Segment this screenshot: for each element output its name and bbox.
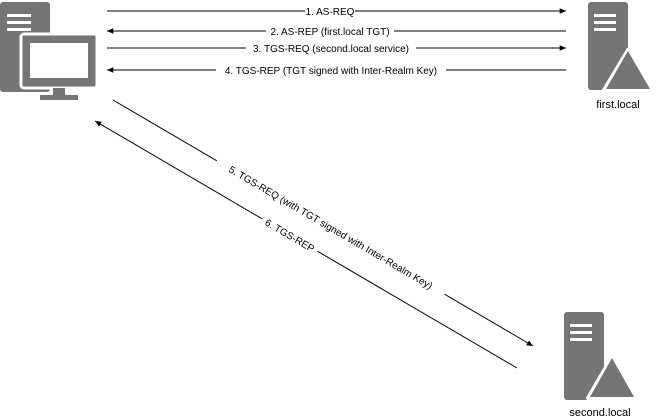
message-4-label: 4. TGS-REP (TGT signed with Inter-Realm … <box>225 66 437 77</box>
message-2-label: 2. AS-REP (first.local TGT) <box>270 27 389 38</box>
message-3-label: 3. TGS-REQ (second.local service) <box>253 44 409 55</box>
client-workstation-icon <box>0 2 99 100</box>
first-local-server-icon <box>588 2 654 92</box>
message-6-label: 6. TGS-REP <box>263 218 317 256</box>
second-local-label: second.local <box>569 407 630 419</box>
message-1-label: 1. AS-REQ <box>306 7 355 18</box>
first-local-label: first.local <box>596 99 639 111</box>
second-local-server-icon <box>564 312 638 400</box>
message-5-label: 5. TGS-REQ (with TGT signed with Inter-R… <box>226 165 434 293</box>
